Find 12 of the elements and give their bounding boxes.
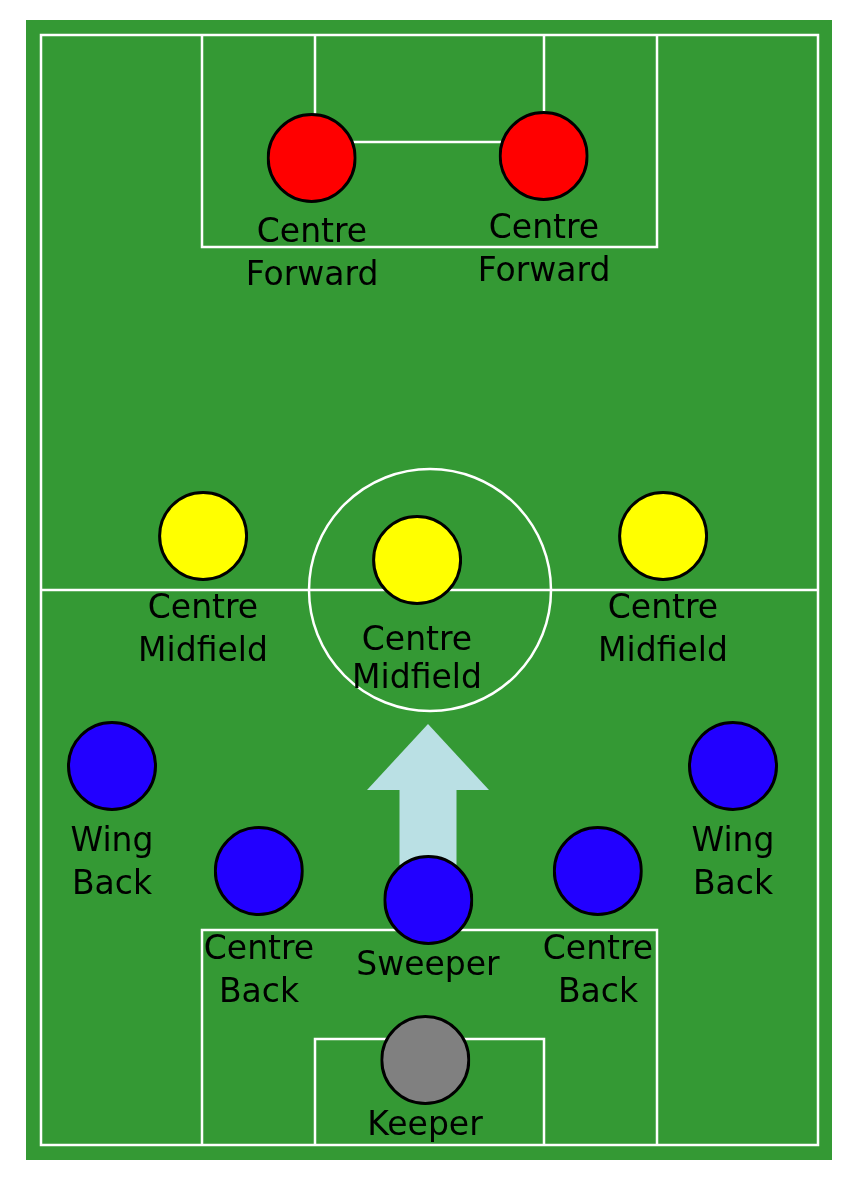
player-label: Wing Back bbox=[70, 819, 154, 904]
player-label: Centre Back bbox=[542, 927, 654, 1012]
player-label: Sweeper bbox=[356, 945, 500, 983]
player-label: Centre Midfield bbox=[598, 586, 728, 671]
player-label: Centre Forward bbox=[245, 210, 379, 295]
player-label: Centre Midfield bbox=[138, 586, 268, 671]
player-label: Centre Midfield bbox=[352, 620, 482, 696]
player-label: Centre Back bbox=[203, 927, 315, 1012]
player-label: Wing Back bbox=[691, 819, 775, 904]
player-label: Keeper bbox=[367, 1105, 483, 1143]
player-label: Centre Forward bbox=[477, 206, 611, 291]
arrow bbox=[367, 724, 489, 866]
